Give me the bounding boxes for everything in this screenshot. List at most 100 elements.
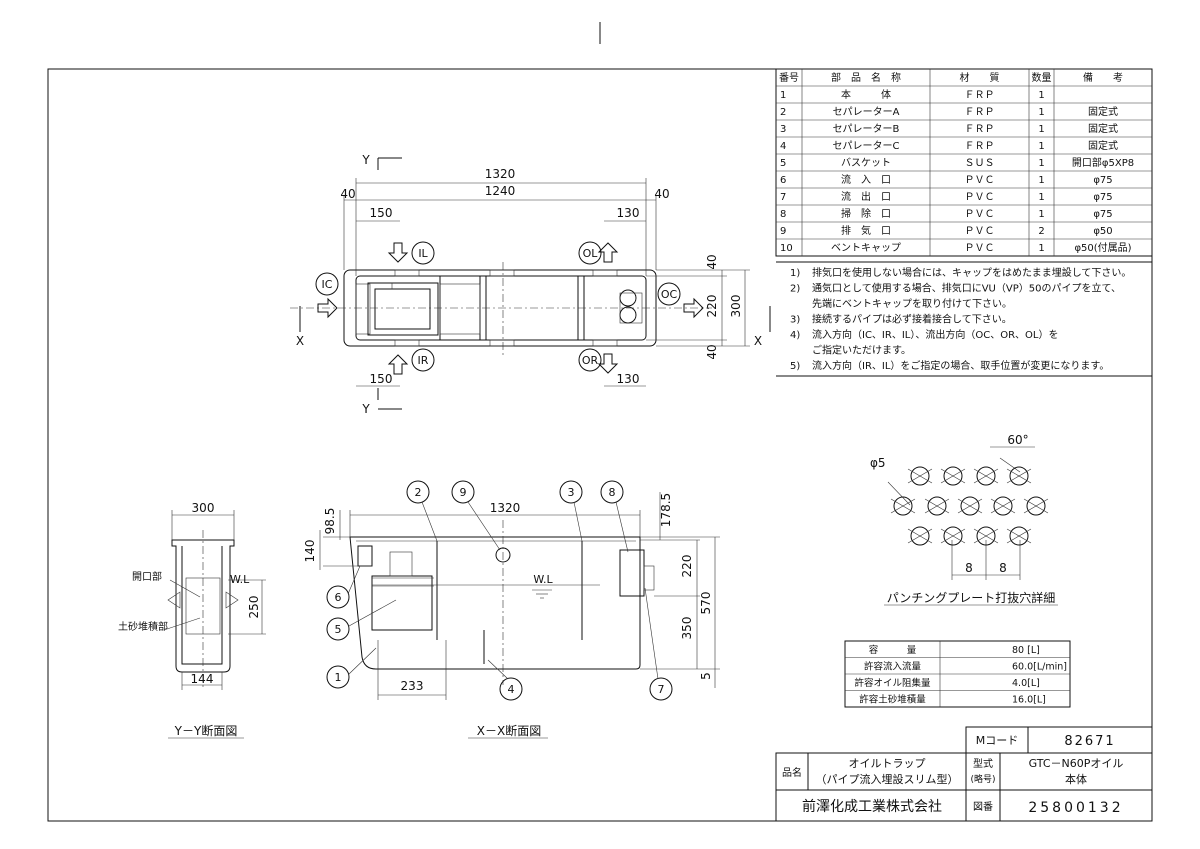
parts-cell: 固定式	[1088, 139, 1118, 152]
punch-hole-mark	[910, 526, 930, 546]
parts-cell: ＳＵＳ	[965, 158, 995, 169]
parts-cell: セパレーターB	[833, 123, 900, 135]
note-text: 排気口を使用しない場合には、キャップをはめたまま埋設して下さい。	[812, 266, 1131, 279]
note-num: 5)	[790, 361, 800, 372]
plan-labels: 1320 1240 40 40 150 130 150 130 40 220 4…	[296, 153, 762, 416]
parts-cell: 5	[780, 158, 786, 169]
callout-7: 7	[658, 683, 665, 696]
parts-cell: ＦＲＰ	[965, 124, 995, 135]
callout-1: 1	[335, 671, 342, 684]
punch-hole-axis	[973, 528, 999, 544]
punch-hole-axis	[890, 498, 916, 514]
parts-cell: 9	[780, 226, 786, 237]
capacity-value: 4.0[L]	[1012, 678, 1040, 689]
note-num: 2)	[790, 284, 800, 295]
parts-cell: 排 気 口	[841, 224, 891, 237]
dim-ol: 130	[617, 206, 640, 220]
xx-section	[319, 492, 720, 739]
parts-cell: 1	[1038, 90, 1044, 101]
punch-hole-mark	[960, 496, 980, 516]
capacity-value: 16.0[L]	[1012, 695, 1046, 706]
parts-header: 材 質	[960, 71, 1000, 84]
parts-cell: ＰＶＣ	[965, 243, 995, 254]
xx-callouts	[326, 480, 673, 701]
notes: 1)排気口を使用しない場合には、キャップをはめたまま埋設して下さい。2)通気口と…	[776, 261, 1152, 377]
punch-hole-axis	[1006, 528, 1032, 544]
note-text: 流入方向（IC、IR、IL）、流出方向（OC、OR、OL）を	[812, 328, 1058, 341]
label-il: IL	[418, 247, 428, 260]
note-text: 流入方向（IR、IL）をご指定の場合、取手位置が変更になります。	[812, 359, 1109, 372]
parts-cell: 流 入 口	[841, 173, 891, 186]
drawing-number: 25800132	[1028, 800, 1123, 816]
xx-d233: 233	[401, 679, 424, 693]
drawing-frame	[47, 68, 1153, 822]
parts-cell: 開口部φ5XP8	[1072, 156, 1134, 169]
xx-title: X－X断面図	[477, 723, 541, 738]
parts-cell: 3	[780, 124, 786, 135]
title-block-labels: Mコード 82671 品名 オイルトラップ （パイプ流入埋設スリム型） 型式 (…	[782, 734, 1124, 816]
punch-hole-mark	[910, 466, 930, 486]
callout-4: 4	[508, 683, 515, 696]
parts-cell: 2	[780, 107, 786, 118]
name1: オイルトラップ	[849, 757, 926, 770]
yy-sediment: 土砂堆積部	[118, 620, 168, 633]
parts-cell: φ50(付属品)	[1074, 241, 1131, 254]
parts-cell: ＰＶＣ	[965, 226, 995, 237]
parts-cell: 6	[780, 175, 786, 186]
punch-hole-mark	[893, 496, 913, 516]
parts-cell: 1	[780, 90, 786, 101]
capacity-label: 許容流入流量	[864, 661, 922, 673]
punch-title: パンチングプレート打抜穴詳細	[887, 590, 1056, 605]
parts-cell: 10	[780, 243, 793, 254]
parts-cell: 1	[1038, 192, 1044, 203]
yy-width: 300	[192, 501, 215, 515]
dim-or: 130	[617, 372, 640, 386]
parts-cell: 8	[780, 209, 786, 220]
note-text: ご指定いただけます。	[812, 344, 911, 357]
label-or: OR	[582, 354, 599, 367]
parts-cell: ＦＲＰ	[965, 90, 995, 101]
capacity-value: 60.0[L/min]	[1012, 662, 1067, 673]
parts-header: 数量	[1032, 71, 1052, 84]
dim-height: 300	[729, 295, 743, 318]
punch-hole-mark	[1026, 496, 1046, 516]
label-y-bottom: Y	[361, 402, 370, 416]
punch-hole-axis	[940, 528, 966, 544]
model1: GTC－N60Pオイル	[1029, 757, 1124, 770]
dim-bottom: 40	[705, 344, 719, 359]
callout-2: 2	[415, 486, 422, 499]
parts-header: 部 品 名 称	[831, 71, 901, 84]
parts-cell: 1	[1038, 141, 1044, 152]
dim-inner: 1240	[485, 184, 516, 198]
punch-hole-axis	[990, 498, 1016, 514]
parts-cell: ＰＶＣ	[965, 209, 995, 220]
parts-cell: 1	[1038, 209, 1044, 220]
xx-d220: 220	[680, 555, 694, 578]
dim-left: 40	[340, 187, 355, 201]
parts-cell: 1	[1038, 175, 1044, 186]
parts-cell: 掃 除 口	[841, 207, 891, 220]
xx-length: 1320	[490, 501, 521, 515]
dim-top: 40	[705, 254, 719, 269]
capacity-label: 容 量	[869, 644, 917, 656]
xx-labels: 2 9 3 8 6 5 1 4 7 1320 98.5 140 178.5 22…	[303, 486, 713, 738]
punch-hole: φ5	[870, 456, 886, 470]
punch-detail	[884, 446, 1058, 606]
label-ol: OL	[583, 247, 599, 260]
parts-cell: 固定式	[1088, 105, 1118, 118]
punch-hole-axis	[957, 498, 983, 514]
yy-section	[163, 510, 266, 739]
capacity-value: 80 [L]	[1012, 645, 1040, 656]
xx-d985: 98.5	[323, 508, 337, 535]
punch-hole-axis	[973, 468, 999, 484]
punch-hole-mark	[993, 496, 1013, 516]
xx-d5: 5	[699, 672, 713, 680]
xx-d140: 140	[303, 540, 317, 563]
punch-hole-mark	[1009, 466, 1029, 486]
punch-labels: φ5 60° 8 8 パンチングプレート打抜穴詳細	[870, 433, 1055, 605]
yy-h250: 250	[247, 596, 261, 619]
parts-cell: φ75	[1093, 209, 1112, 220]
